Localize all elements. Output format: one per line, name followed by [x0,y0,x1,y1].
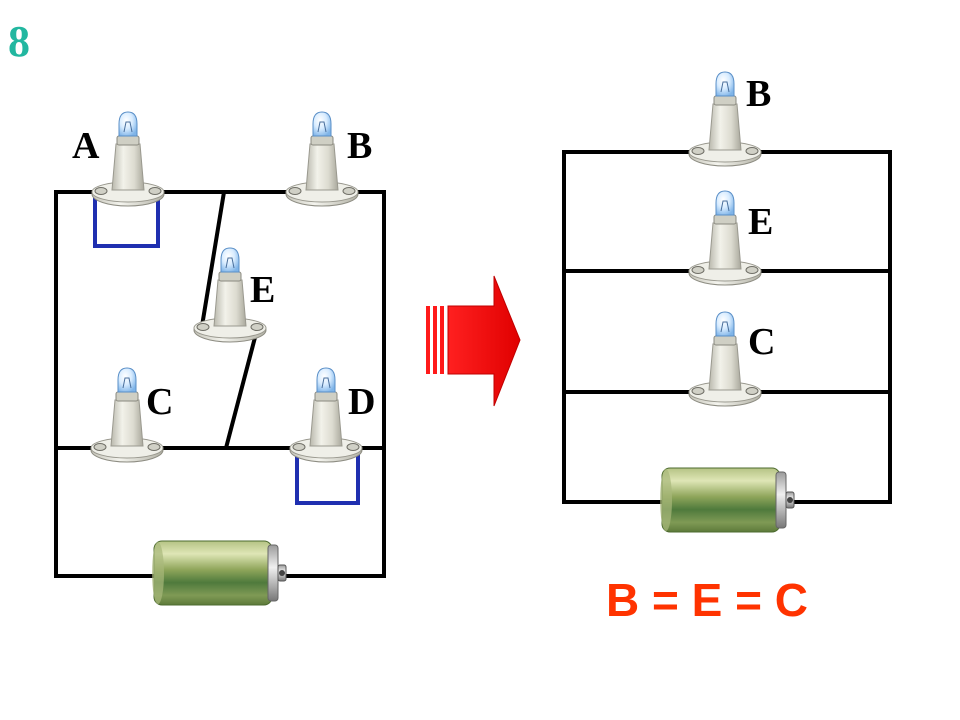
right-circuit: B E C [562,71,892,533]
label-c: C [748,321,775,363]
battery-icon [151,540,287,606]
light-bulb-icon [91,111,165,207]
right-wires [562,150,892,504]
label-e: E [250,269,275,311]
left-wires [54,190,386,578]
right-arrow-icon [426,275,521,407]
battery-icon [659,467,795,533]
left-circuit: A B E C D [54,111,386,606]
slide-number: 8 [8,17,30,66]
label-c: C [146,381,173,423]
short-wire-a [93,192,160,248]
equation-text: B = E = C [606,574,808,626]
short-wire-d [295,448,360,505]
label-b: B [347,125,372,167]
label-a: A [72,125,100,167]
label-e: E [748,201,773,243]
label-d: D [348,381,375,423]
label-b: B [746,73,771,115]
